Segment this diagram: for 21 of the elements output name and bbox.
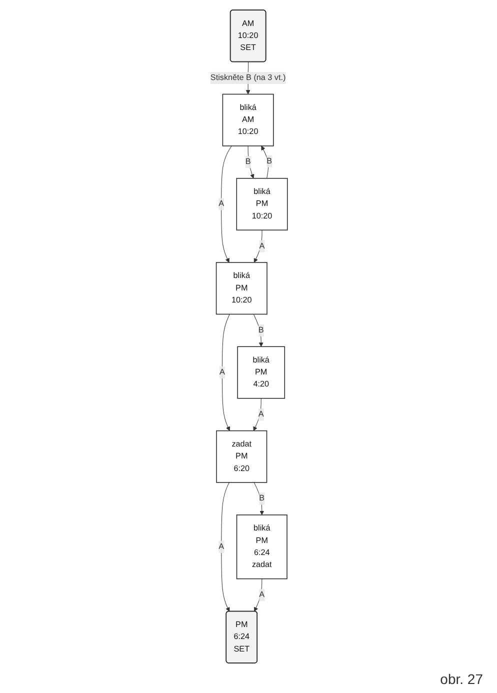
node-box: zadat PM 6:20 [216, 430, 267, 483]
edge-label: A [258, 410, 264, 419]
edge-label: B [258, 326, 264, 334]
edge-label: B [266, 156, 272, 166]
edge-label: B [258, 494, 264, 503]
arrow [220, 146, 232, 263]
node-box: bliká PM 6:24 zadat [236, 514, 287, 580]
arrow [220, 482, 230, 612]
edge-label: A [218, 200, 224, 208]
edge-label: A [258, 590, 264, 600]
node-box: bliká PM 10:20 [236, 178, 288, 230]
edge-label: A [219, 368, 224, 377]
edge-label: A [218, 542, 224, 551]
node-box: bliká PM 10:20 [216, 262, 267, 315]
edge-label: A [258, 242, 264, 250]
figure-caption: obr. 27 [440, 671, 483, 687]
node-box: bliká PM 4:20 [236, 346, 285, 399]
edge-label: B [244, 158, 250, 166]
arrow [222, 314, 230, 431]
node-box: bliká AM 10:20 [222, 94, 274, 146]
edge-label: Stiskněte B (na 3 vt.) [210, 73, 286, 82]
